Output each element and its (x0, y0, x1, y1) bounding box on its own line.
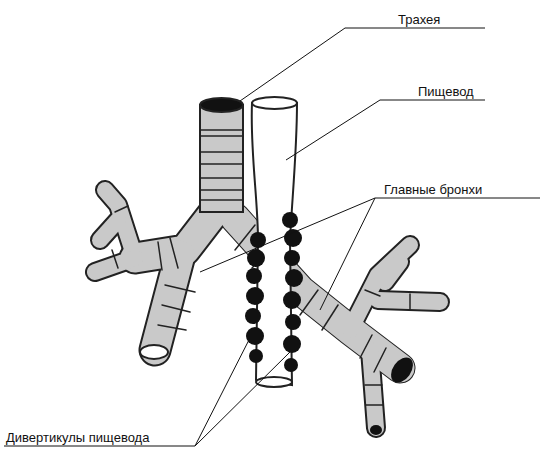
label-holder: Трахея (398, 10, 440, 28)
leader-lines (4, 28, 540, 446)
part-label: Трахея (398, 12, 440, 27)
label-holder: Дивертикулы пищевода (6, 428, 149, 446)
part-label: Пищевод (418, 84, 474, 99)
part-label: Главные бронхи (384, 182, 482, 197)
part-label: Дивертикулы пищевода (6, 430, 149, 445)
label-holder: Пищевод (418, 82, 474, 100)
label-holder: Главные бронхи (384, 180, 482, 198)
